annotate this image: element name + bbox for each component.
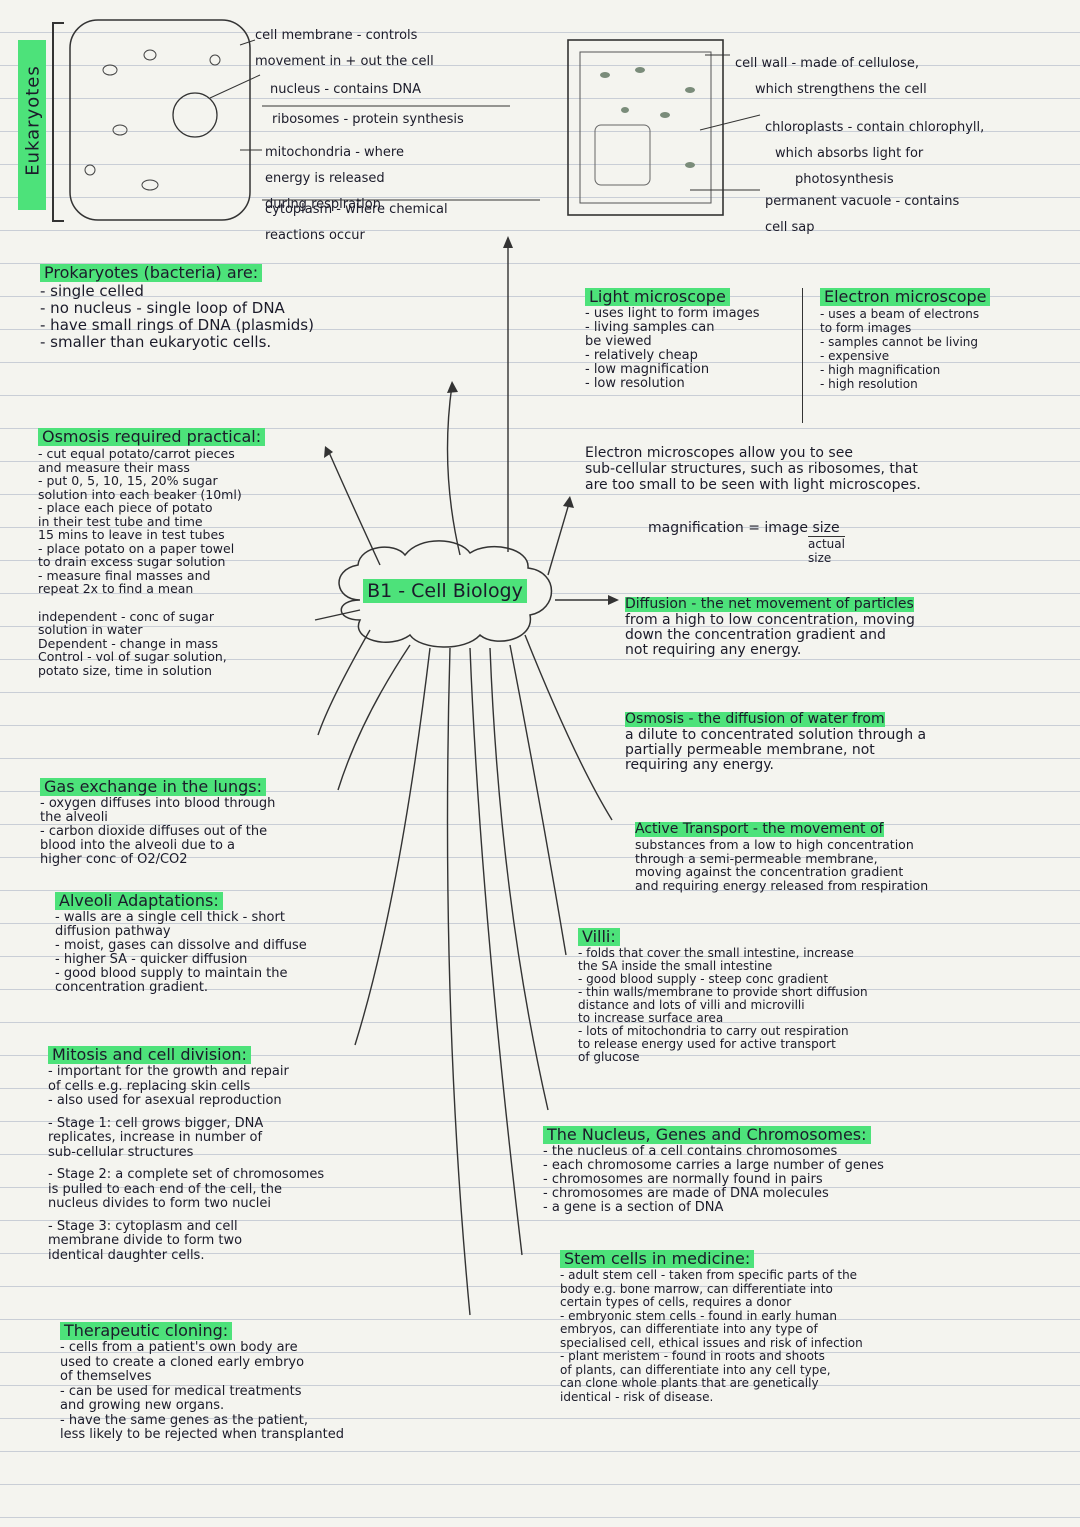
therapeutic-heading: Therapeutic cloning: (60, 1322, 233, 1340)
label-chloroplasts: chloroplasts - contain chlorophyll,which… (765, 120, 985, 187)
diffusion-section: Diffusion - the net movement of particle… (625, 596, 915, 658)
microscope-divider (802, 288, 803, 423)
eukaryotes-label: Eukaryotes (18, 40, 46, 210)
mitosis-section: Mitosis and cell division: - important f… (48, 1045, 325, 1263)
plant-cell-diagram (567, 39, 724, 216)
stem-cells-heading: Stem cells in medicine: (560, 1250, 755, 1268)
villi-section: Villi: - folds that cover the small inte… (578, 927, 868, 1064)
prokaryotes-heading: Prokaryotes (bacteria) are: (40, 264, 263, 282)
electron-note: Electron microscopes allow you to see su… (585, 445, 921, 493)
magnification-formula: magnification = image size actual size (648, 520, 845, 565)
alveoli-section: Alveoli Adaptations: - walls are a singl… (55, 891, 307, 995)
osmosis-practical-heading: Osmosis required practical: (38, 428, 266, 446)
center-title: B1 - Cell Biology (345, 579, 545, 603)
mitosis-heading: Mitosis and cell division: (48, 1046, 251, 1064)
gas-exchange-heading: Gas exchange in the lungs: (40, 778, 266, 796)
alveoli-heading: Alveoli Adaptations: (55, 892, 223, 910)
nucleus-heading: The Nucleus, Genes and Chromosomes: (543, 1126, 871, 1144)
osmosis-section: Osmosis - the diffusion of water from a … (625, 711, 927, 773)
therapeutic-cloning-section: Therapeutic cloning: - cells from a pati… (60, 1321, 344, 1442)
osmosis-practical-section: Osmosis required practical: - cut equal … (38, 428, 266, 677)
label-ribosomes: ribosomes - protein synthesis (272, 112, 464, 127)
animal-cell-diagram (69, 19, 251, 221)
light-microscope-heading: Light microscope (585, 288, 730, 306)
light-microscope-section: Light microscope - uses light to form im… (585, 287, 760, 391)
label-nucleus: nucleus - contains DNA (270, 82, 421, 97)
nucleus-section: The Nucleus, Genes and Chromosomes: - th… (543, 1125, 884, 1215)
active-transport-section: Active Transport - the movement of subst… (635, 821, 929, 893)
prokaryotes-section: Prokaryotes (bacteria) are: - single cel… (40, 263, 314, 351)
eukaryotes-bracket (52, 22, 64, 222)
gas-exchange-section: Gas exchange in the lungs: - oxygen diff… (40, 777, 276, 867)
electron-microscope-section: Electron microscope - uses a beam of ele… (820, 288, 991, 391)
label-cell-wall: cell wall - made of cellulose,which stre… (735, 56, 927, 97)
stem-cells-section: Stem cells in medicine: - adult stem cel… (560, 1249, 863, 1404)
electron-microscope-heading: Electron microscope (820, 288, 991, 306)
villi-heading: Villi: (578, 928, 620, 946)
